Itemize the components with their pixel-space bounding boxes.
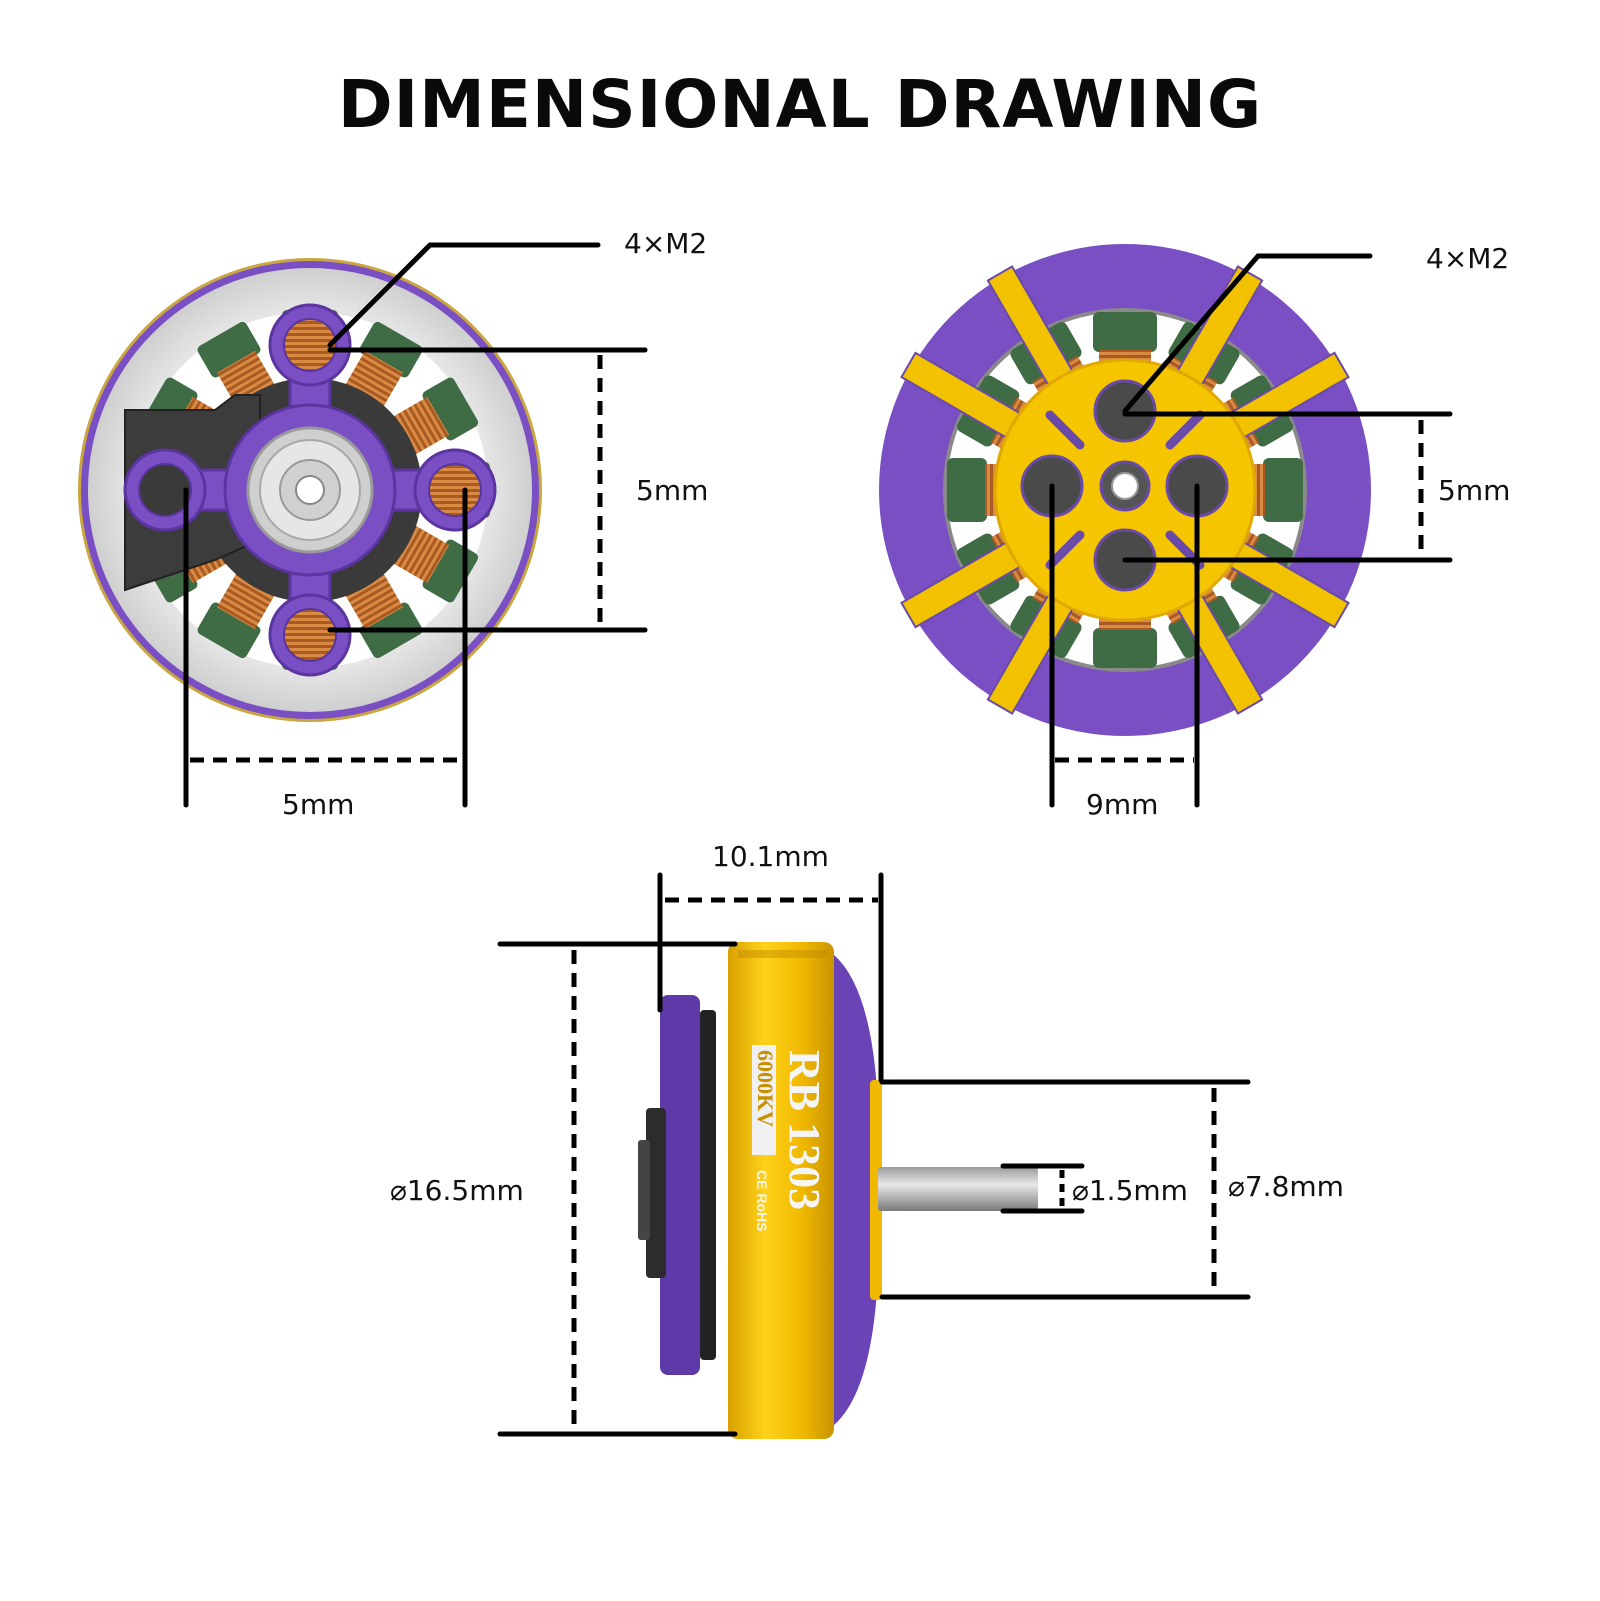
bottom-view-hole-label: 4×M2: [624, 227, 708, 260]
side-view-length: 10.1mm: [712, 840, 829, 873]
cert-text: CE RoHS: [754, 1170, 770, 1231]
top-view-vertical-spacing: 5mm: [1438, 474, 1511, 507]
page-title: DIMENSIONAL DRAWING: [337, 66, 1263, 143]
side-view-bell-diameter: ⌀7.8mm: [1228, 1170, 1344, 1203]
motor-branding: RB 1303 6000KV CE RoHS: [752, 1045, 829, 1231]
side-view-outer-diameter: ⌀16.5mm: [390, 1174, 524, 1207]
top-view-hole-label: 4×M2: [1426, 242, 1510, 275]
model-text: RB 1303: [780, 1050, 829, 1210]
side-view-shaft-diameter: ⌀1.5mm: [1072, 1174, 1188, 1207]
kv-text: 6000KV: [753, 1050, 778, 1127]
bottom-view-motor: [78, 258, 542, 722]
top-view-horizontal-spacing: 9mm: [1086, 788, 1159, 821]
bottom-view-vertical-spacing: 5mm: [636, 474, 709, 507]
side-view-dimensions: [497, 872, 1251, 1437]
bottom-view-dimensions: [183, 242, 648, 808]
side-view-motor: [638, 942, 1038, 1439]
top-view-dimensions: [1049, 253, 1453, 808]
bottom-view-horizontal-spacing: 5mm: [282, 788, 355, 821]
top-view-motor: [879, 244, 1371, 736]
